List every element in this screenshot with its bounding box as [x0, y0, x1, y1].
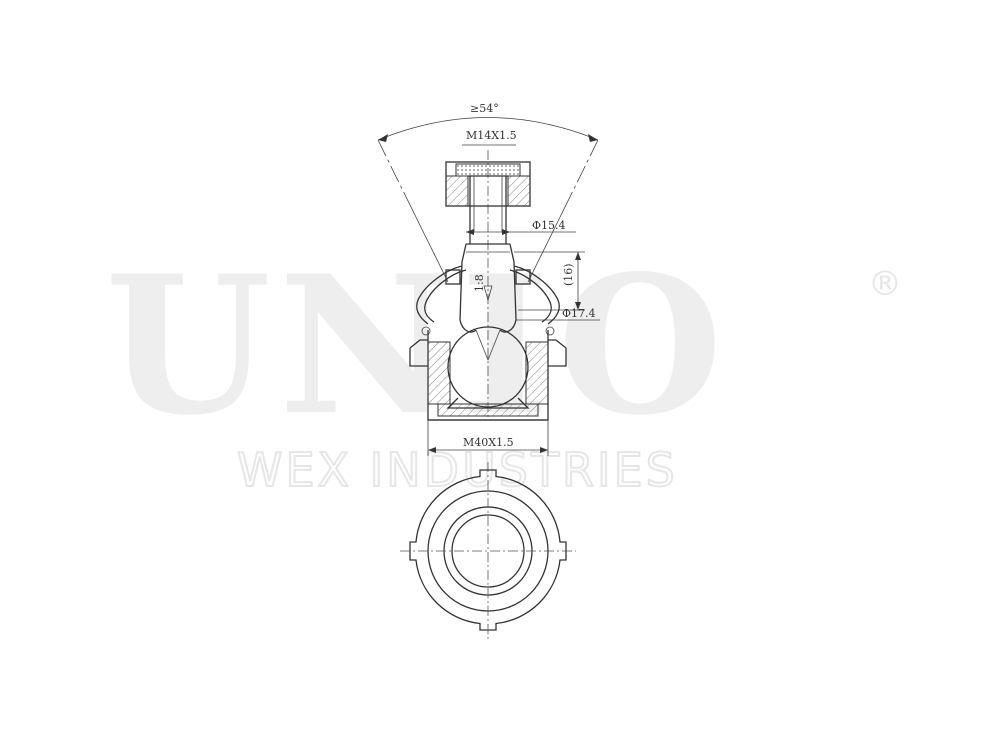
angle-label: ≥54°: [470, 102, 499, 115]
watermark: UNIO ® WEX INDUSTRIES: [105, 234, 902, 498]
taper-ratio-label: 1:8: [473, 274, 486, 292]
watermark-registered-mark: ®: [868, 264, 902, 304]
thread-bottom-label: M40X1.5: [463, 436, 514, 449]
length-dimension: (16): [514, 251, 585, 311]
thread-bottom-dimension: M40X1.5: [427, 420, 549, 456]
thread-top-dimension: M14X1.5: [462, 129, 517, 146]
dia-upper-label: Φ15.4: [532, 219, 566, 232]
dia-lower-dimension: Φ17.4: [516, 307, 600, 321]
angle-dimension: ≥54°: [377, 102, 599, 283]
watermark-company-name: WEX INDUSTRIES: [237, 443, 678, 497]
castle-nut: [445, 161, 531, 207]
taper-ratio: 1:8: [473, 274, 493, 302]
housing: [409, 330, 567, 421]
dust-boot: [416, 265, 560, 336]
watermark-logo: UNIO: [105, 234, 731, 457]
length-label: (16): [562, 263, 575, 286]
dia-upper-dimension: Φ15.4: [466, 219, 576, 235]
dia-lower-label: Φ17.4: [562, 307, 596, 320]
bottom-view: [400, 462, 576, 640]
thread-top-label: M14X1.5: [466, 129, 517, 142]
ball-joint-ball: [446, 319, 530, 409]
